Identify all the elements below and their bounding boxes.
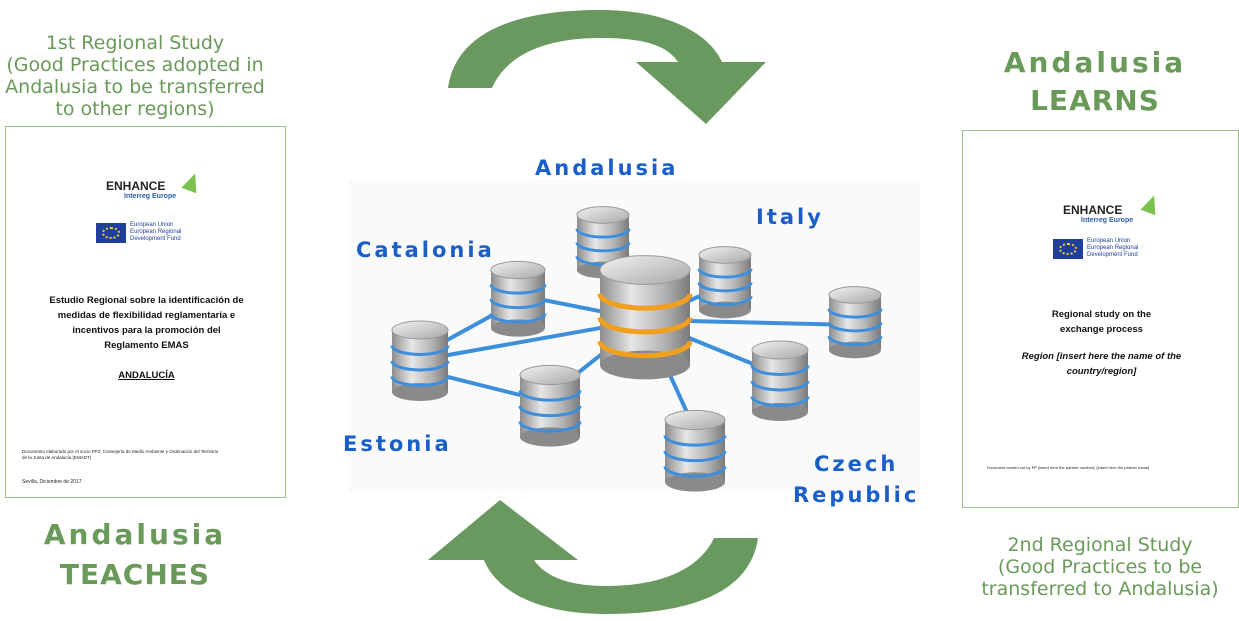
region-estonia: Estonia [343, 432, 452, 456]
region-andalusia: Andalusia [535, 156, 679, 180]
enhance-logo: ENHANCE Interreg Europe [1063, 192, 1163, 224]
document-footer: Document carried out by PP [insert here … [987, 465, 1150, 470]
eu-flag-icon [1053, 239, 1083, 259]
database-node-icon [750, 340, 810, 421]
document-title: Estudio Regional sobre la identificación… [49, 295, 244, 351]
database-node-icon [663, 409, 727, 492]
eu-fund-text: European Union European Regional Develop… [1087, 238, 1139, 258]
andalusia-learns: Andalusia LEARNS [1003, 46, 1187, 117]
region-catalonia: Catalonia [356, 238, 495, 262]
eu-fund-text: European Union European Regional Develop… [130, 222, 182, 242]
database-node-icon [518, 364, 582, 447]
region-czech-republic: Czech Republic [793, 452, 920, 507]
document-footer: Documento elaborado por el socio PP2: Co… [22, 449, 219, 460]
database-node-icon [390, 320, 450, 401]
andalusia-teaches: Andalusia TEACHES [43, 518, 227, 591]
document-region: ANDALUCÍA [118, 370, 175, 381]
second-study-caption: 2nd Regional Study (Good Practices to be… [981, 534, 1219, 600]
document-date: Sevilla, Diciembre de 2017 [22, 479, 82, 485]
database-node-icon [827, 286, 883, 359]
first-study-document: ENHANCE Interreg Europe European Union E… [5, 126, 286, 498]
region-italy: Italy [756, 205, 824, 229]
bottom-curved-arrow-icon [428, 500, 758, 614]
enhance-logo: ENHANCE Interreg Europe [106, 170, 206, 200]
document-title: Regional study on the exchange process [1051, 309, 1152, 335]
eu-flag-icon [96, 223, 126, 243]
database-node-icon [697, 246, 753, 319]
top-curved-arrow-icon [448, 10, 766, 124]
central-database-node-icon [597, 255, 693, 380]
document-region: Region [insert here the name of the coun… [1021, 351, 1182, 377]
database-node-icon [489, 260, 547, 337]
first-study-caption: 1st Regional Study (Good Practices adopt… [5, 32, 265, 120]
